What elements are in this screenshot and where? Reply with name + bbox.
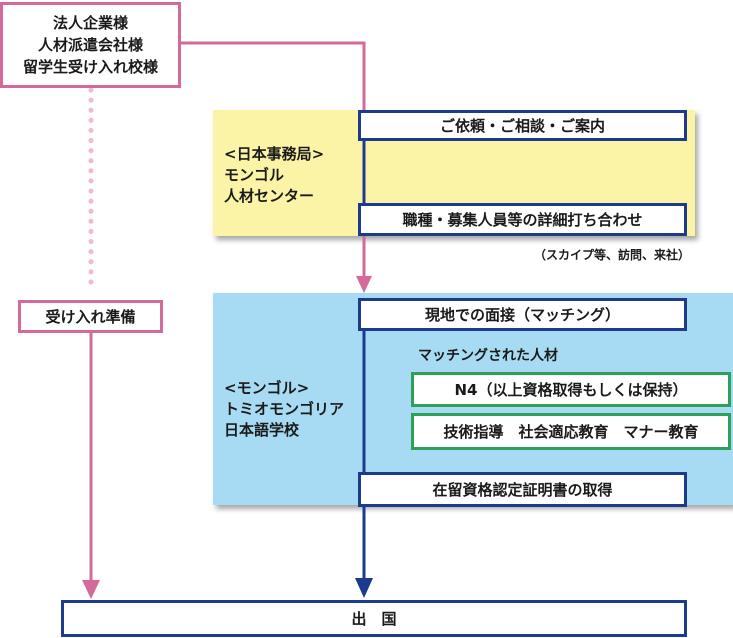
mongolia-school-label: <モンゴル> トミオモンゴリア 日本語学校 xyxy=(224,378,344,441)
step-detail-meeting: 職種・募集人員等の詳細打ち合わせ xyxy=(358,203,687,236)
prepare-box: 受け入れ準備 xyxy=(18,300,163,333)
japan-office-line-2: モンゴル xyxy=(224,166,285,184)
departure-box: 出 国 xyxy=(61,600,687,637)
client-line-1: 法人企業様 xyxy=(52,14,128,32)
meeting-method-note: （スカイプ等、訪問、来社） xyxy=(534,248,691,262)
step-consultation: ご依頼・ご相談・ご案内 xyxy=(358,110,687,141)
step-interview: 現地での面接（マッチング） xyxy=(358,298,687,331)
japan-office-line-3: 人材センター xyxy=(224,187,315,205)
mongolia-school-line-1: <モンゴル> xyxy=(224,379,310,397)
mongolia-school-line-2: トミオモンゴリア xyxy=(224,400,345,418)
client-line-2: 人材派遣会社様 xyxy=(37,36,143,54)
matched-talent-label: マッチングされた人材 xyxy=(418,348,558,364)
clients-box: 法人企業様 人材派遣会社様 留学生受け入れ校様 xyxy=(0,2,181,88)
japan-office-line-1: <日本事務局> xyxy=(224,145,325,163)
skill-n4-box: N4（以上資格取得もしくは保持） xyxy=(411,372,731,407)
mongolia-school-line-3: 日本語学校 xyxy=(224,421,300,439)
japan-office-label: <日本事務局> モンゴル 人材センター xyxy=(224,144,324,207)
step-certificate: 在留資格認定証明書の取得 xyxy=(358,472,687,507)
skill-education-box: 技術指導 社会適応教育 マナー教育 xyxy=(411,413,731,450)
client-line-3: 留学生受け入れ校様 xyxy=(22,58,158,76)
